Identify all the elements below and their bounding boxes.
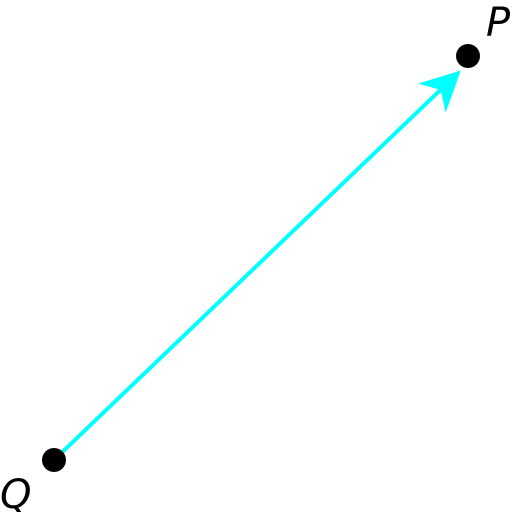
point-p-label: P [486,0,511,46]
point-q-label: Q [0,472,31,512]
point-q [42,448,66,472]
vector-arrow-q-to-p [52,70,461,462]
point-p [456,44,480,68]
